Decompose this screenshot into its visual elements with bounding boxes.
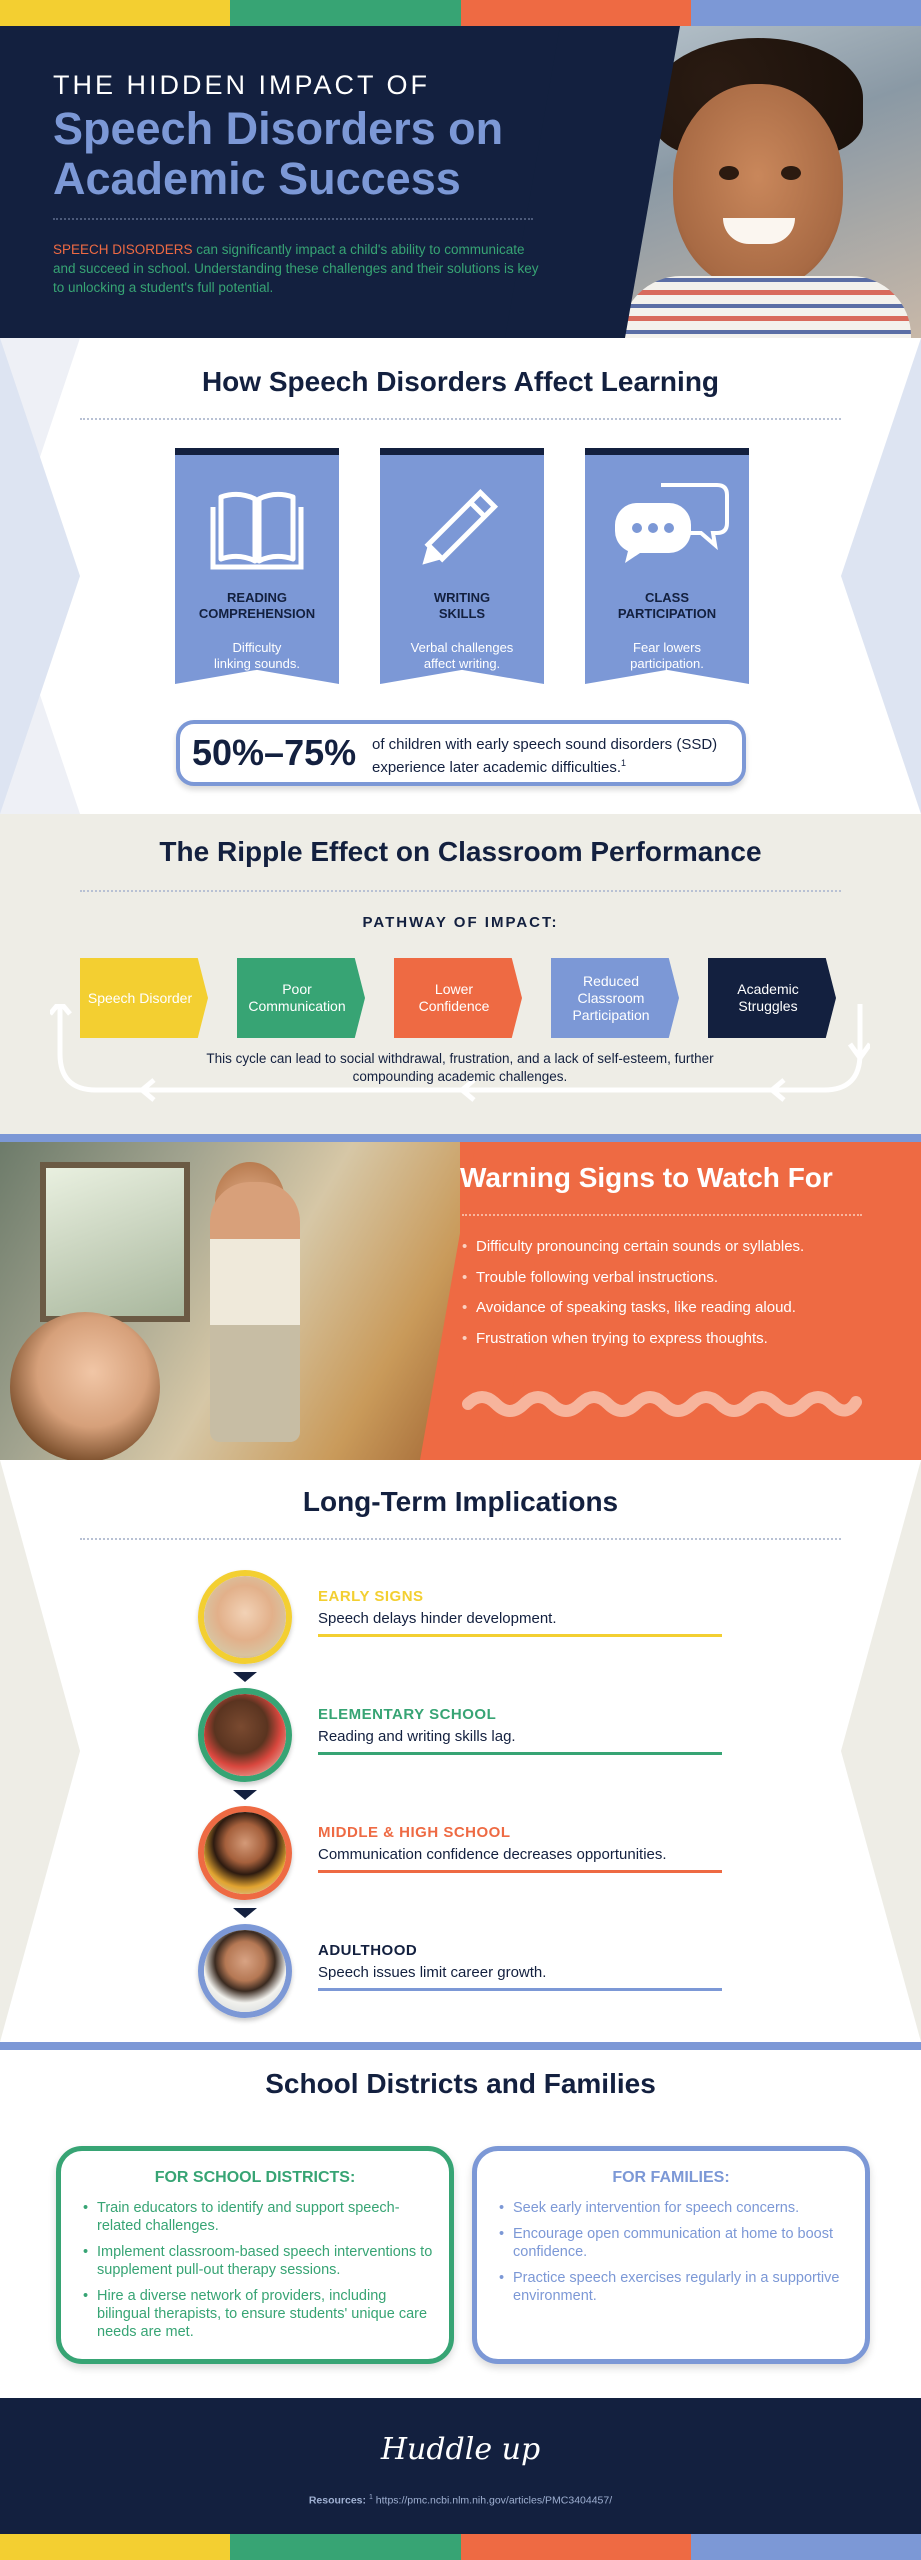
solutions-section: School Districts and Families FOR SCHOOL…	[0, 2050, 921, 2398]
divider	[80, 1538, 841, 1540]
warning-list: Difficulty pronouncing certain sounds or…	[462, 1238, 882, 1360]
intro-text: can significantly impact a child's abili…	[53, 242, 539, 295]
stage-heading: ELEMENTARY SCHOOL	[318, 1706, 497, 1723]
hero-kicker: THE HIDDEN IMPACT OF	[53, 70, 431, 100]
list-item: Implement classroom-based speech interve…	[83, 2243, 435, 2279]
cycle-loop-arrow	[50, 1004, 870, 1102]
step-lower-confidence: Lower Confidence	[394, 958, 522, 1038]
card-heading: FOR SCHOOL DISTRICTS:	[154, 2169, 356, 2186]
hero-section: THE HIDDEN IMPACT OF Speech Disorders on…	[0, 26, 921, 338]
divider	[53, 218, 533, 220]
stage-heading: ADULTHOOD	[318, 1942, 418, 1959]
list-item: Difficulty pronouncing certain sounds or…	[462, 1238, 882, 1256]
stage-heading: MIDDLE & HIGH SCHOOL	[318, 1824, 511, 1841]
hero-intro: SPEECH DISORDERS can significantly impac…	[53, 240, 543, 297]
section-divider-bar	[0, 2042, 921, 2050]
classroom-children-photo	[0, 1142, 460, 1460]
intro-highlight: SPEECH DISORDERS	[53, 242, 193, 257]
cycle-text: This cycle can lead to social withdrawal…	[206, 1051, 714, 1084]
speech-bubbles-icon	[615, 483, 729, 563]
squiggle-decoration	[462, 1391, 862, 1417]
stage-text: Reading and writing skills lag.	[318, 1728, 516, 1745]
ripple-section: The Ripple Effect on Classroom Performan…	[0, 814, 921, 1134]
warning-section: Warning Signs to Watch For Difficulty pr…	[0, 1142, 921, 1460]
learning-title: How Speech Disorders Affect Learning	[201, 366, 720, 397]
list-item: Train educators to identify and support …	[83, 2199, 435, 2235]
statistic-callout: 50%–75% of children with early speech so…	[176, 720, 746, 786]
ripple-title: The Ripple Effect on Classroom Performan…	[159, 836, 762, 867]
footer: Huddle up Resources: 1 https://pmc.ncbi.…	[0, 2398, 921, 2534]
districts-list: Train educators to identify and support …	[83, 2199, 435, 2349]
list-item: Trouble following verbal instructions.	[462, 1269, 882, 1287]
list-item: Seek early intervention for speech conce…	[499, 2199, 851, 2217]
teen-student-photo	[198, 1806, 292, 1900]
families-list: Seek early intervention for speech conce…	[499, 2199, 851, 2313]
families-card: FOR FAMILIES: Seek early intervention fo…	[472, 2146, 870, 2364]
student-writing-photo	[198, 1688, 292, 1782]
bottom-color-bar	[0, 2534, 921, 2560]
divider	[80, 418, 841, 420]
huddle-up-logo: Huddle up	[380, 2432, 541, 2467]
adult-man-photo	[198, 1924, 292, 2018]
longterm-section: Long-Term Implications EARLY SIGNS Speec…	[0, 1460, 921, 2042]
smiling-boy-photo	[601, 26, 921, 338]
timeline-arrow	[233, 1908, 257, 1918]
stage-text: Speech issues limit career growth.	[318, 1964, 547, 1981]
card-heading: FOR FAMILIES:	[612, 2169, 730, 2186]
pathway-label: PATHWAY OF IMPACT:	[362, 914, 559, 931]
resource-link[interactable]: https://pmc.ncbi.nlm.nih.gov/articles/PM…	[375, 2494, 613, 2507]
statistic-value: 50%–75%	[192, 732, 357, 773]
divider	[80, 890, 841, 892]
open-book-icon	[210, 491, 304, 570]
hero-title: Speech Disorders on Academic Success	[53, 103, 504, 204]
top-color-bar	[0, 0, 921, 26]
learning-section: How Speech Disorders Affect Learning REA…	[0, 338, 921, 814]
resources-line: Resources: 1 https://pmc.ncbi.nlm.nih.go…	[308, 2494, 613, 2507]
baby-photo	[198, 1570, 292, 1664]
list-item: Practice speech exercises regularly in a…	[499, 2269, 851, 2305]
list-item: Hire a diverse network of providers, inc…	[83, 2287, 435, 2341]
step-academic-struggles: Academic Struggles	[708, 958, 836, 1038]
warning-title: Warning Signs to Watch For	[460, 1162, 833, 1193]
list-item: Encourage open communication at home to …	[499, 2225, 851, 2261]
timeline-arrow	[233, 1790, 257, 1800]
step-poor-communication: Poor Communication	[237, 958, 365, 1038]
stage-underline	[318, 1634, 722, 1637]
list-item: Frustration when trying to express thoug…	[462, 1330, 882, 1348]
step-reduced-participation: Reduced Classroom Participation	[551, 958, 679, 1038]
section-divider-bar	[0, 1134, 921, 1142]
stage-heading: EARLY SIGNS	[318, 1588, 424, 1605]
stage-underline	[318, 1752, 722, 1755]
step-speech-disorder: Speech Disorder	[80, 958, 208, 1038]
timeline-arrow	[233, 1672, 257, 1682]
stage-underline	[318, 1988, 722, 1991]
stage-text: Speech delays hinder development.	[318, 1610, 557, 1627]
longterm-title: Long-Term Implications	[302, 1486, 619, 1517]
stage-text: Communication confidence decreases oppor…	[318, 1846, 667, 1863]
solutions-title: School Districts and Families	[265, 2068, 656, 2099]
stage-underline	[318, 1870, 722, 1873]
list-item: Avoidance of speaking tasks, like readin…	[462, 1299, 882, 1317]
districts-card: FOR SCHOOL DISTRICTS: Train educators to…	[56, 2146, 454, 2364]
divider	[462, 1214, 862, 1216]
pencil-icon	[422, 488, 499, 565]
statistic-text: of children with early speech sound diso…	[372, 736, 718, 776]
